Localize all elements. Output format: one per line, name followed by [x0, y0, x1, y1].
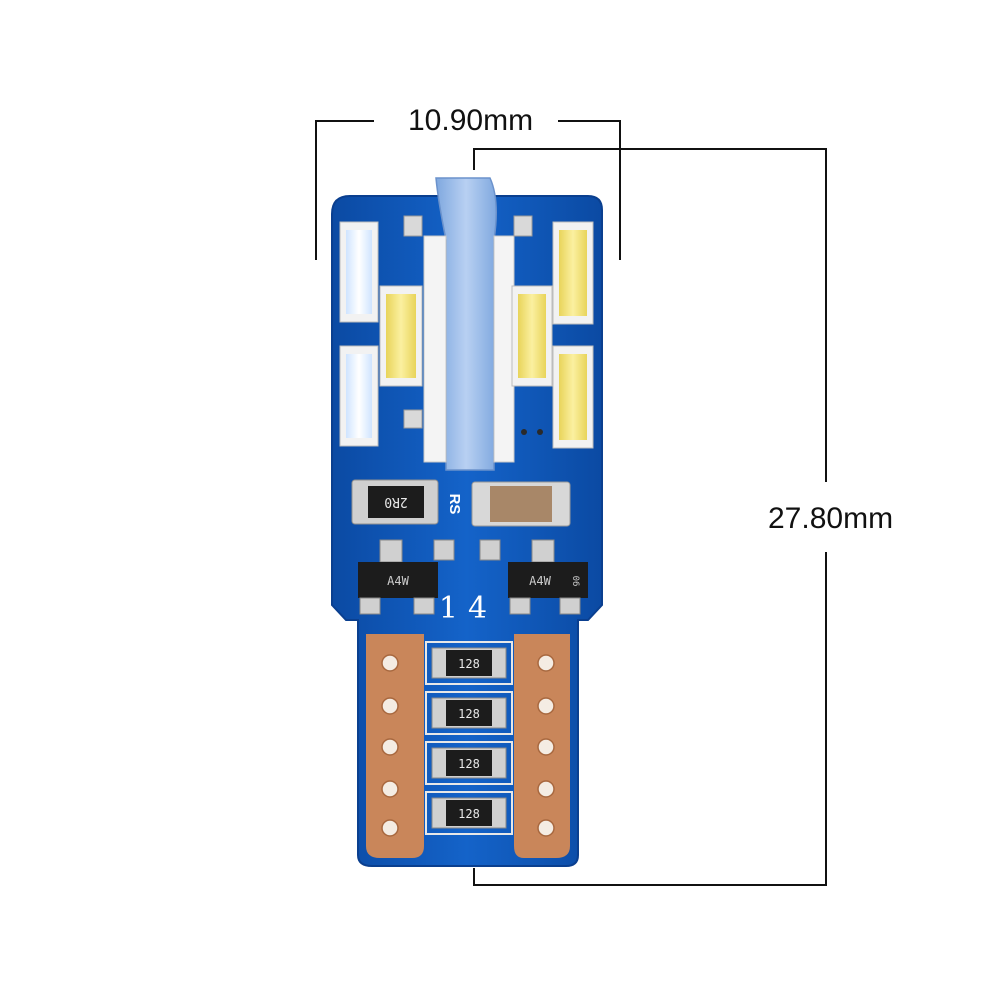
resistor-128: 128	[425, 791, 513, 835]
length-dimension-label: 27.80mm	[764, 502, 898, 536]
led-white-bottom-left	[339, 345, 379, 447]
led-count-marking: 14	[439, 591, 497, 626]
width-dimension-bracket	[315, 120, 621, 260]
resistor-128-label: 128	[458, 807, 480, 821]
resistor-128-label: 128	[458, 657, 480, 671]
rs-marking: RS	[446, 494, 463, 515]
strip-base-right	[493, 235, 515, 463]
led-yellow-mid-right	[511, 285, 553, 387]
transistor-left-label: A4W	[387, 574, 409, 588]
transistor-right-suffix: 06	[570, 576, 580, 587]
led-white-top-left	[339, 221, 379, 323]
center-led-strip	[435, 177, 497, 471]
led-yellow-top-right	[552, 221, 594, 325]
resistor-128: 128	[425, 641, 513, 685]
transistor-left: A4W	[358, 539, 438, 615]
capacitor	[471, 481, 571, 527]
resistor-128-label: 128	[458, 707, 480, 721]
led-yellow-mid-left	[379, 285, 423, 387]
resistor-128-label: 128	[458, 757, 480, 771]
resistor-128: 128	[425, 691, 513, 735]
width-dimension-label: 10.90mm	[404, 104, 538, 138]
led-yellow-bottom-right	[552, 345, 594, 449]
vias	[521, 429, 543, 435]
center-pads	[433, 539, 501, 561]
strip-base-left	[423, 235, 447, 463]
resistor-stack: 128 128 128 128	[425, 641, 513, 835]
resistor-2r0: 2R0	[351, 479, 439, 525]
contact-holes	[381, 654, 555, 837]
resistor-128: 128	[425, 741, 513, 785]
transistor-right-label: A4W	[529, 574, 551, 588]
small-pads	[403, 215, 533, 429]
length-dimension-bracket	[473, 148, 827, 886]
transistor-right: A4W 06	[508, 539, 588, 615]
resistor-2r0-label: 2R0	[384, 494, 407, 509]
